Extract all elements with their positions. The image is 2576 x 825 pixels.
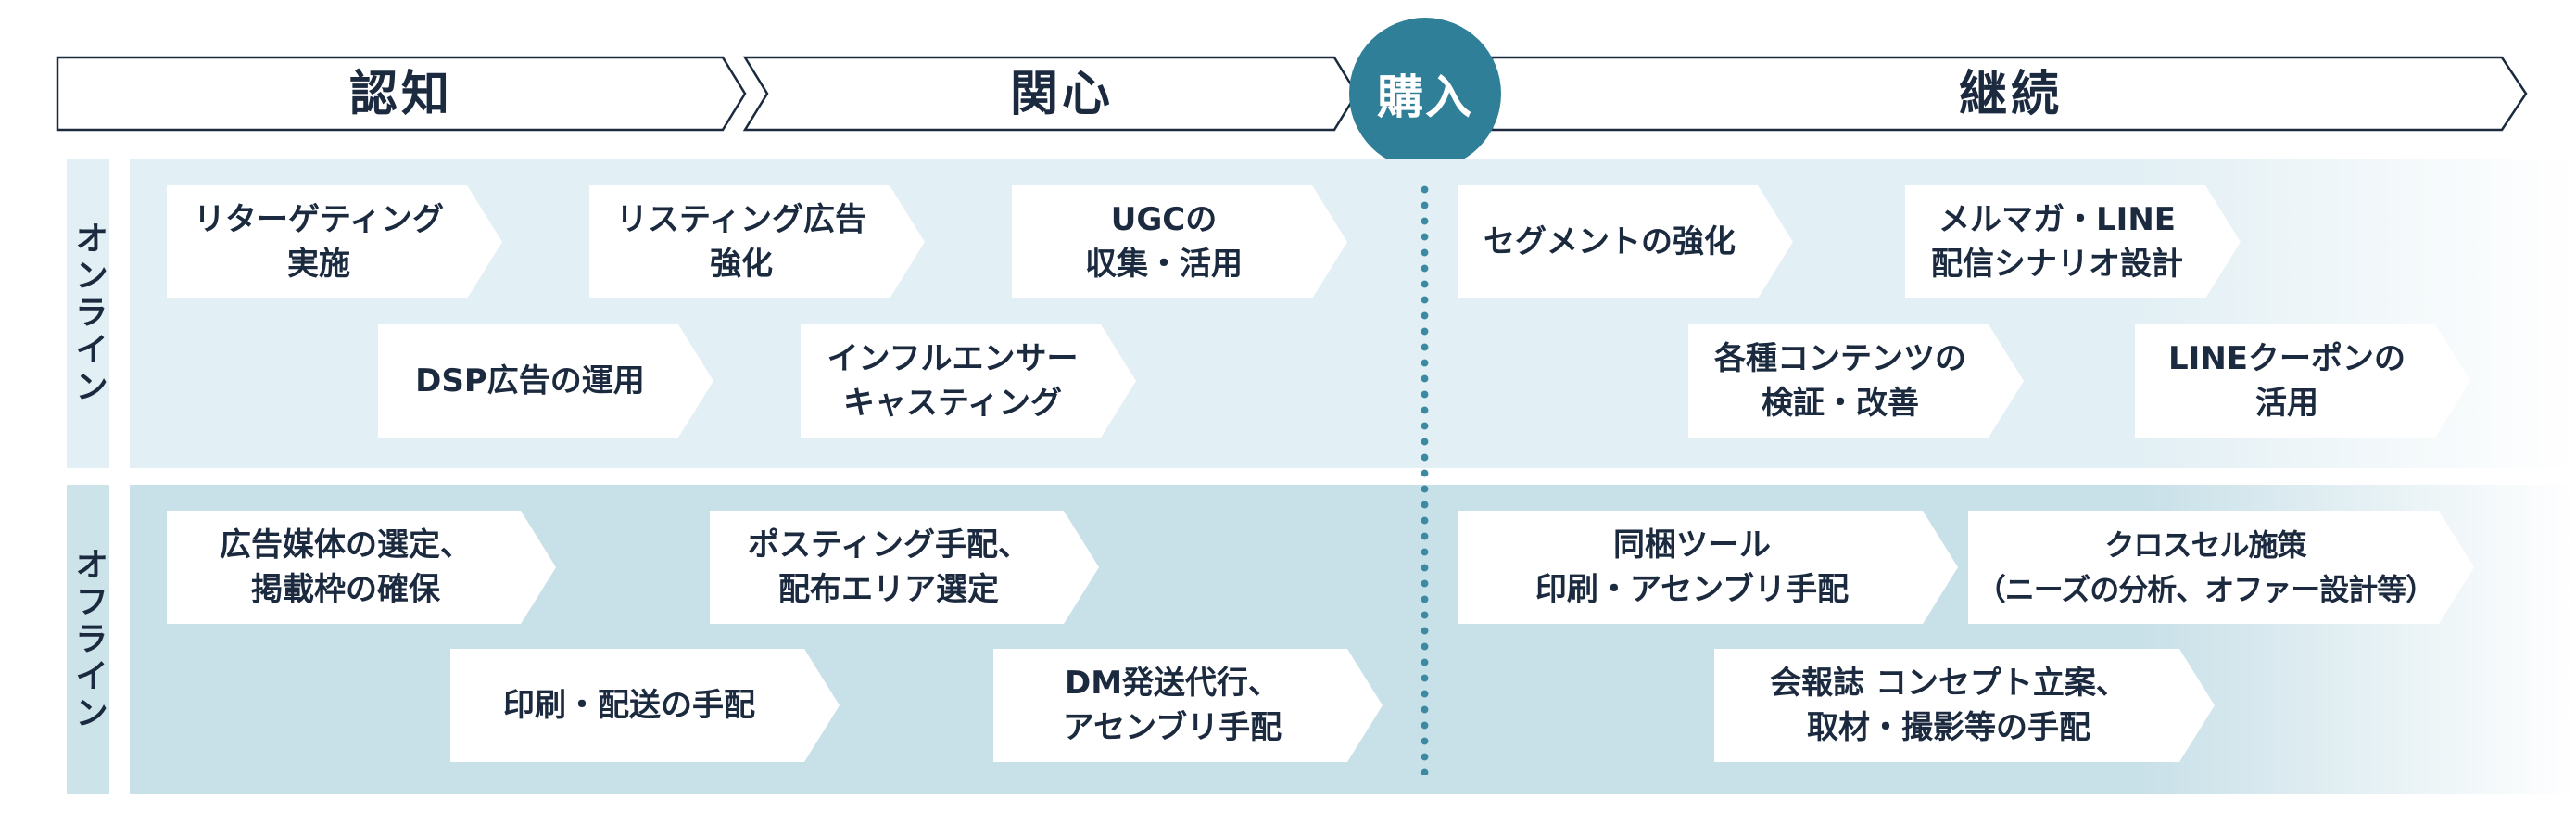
tactic-contents: 各種コンテンツの 検証・改善 <box>1688 324 2024 438</box>
tactic-line-coupon: LINEクーポンの 活用 <box>2135 324 2470 438</box>
tactic-ad-media: 広告媒体の選定、 掲載枠の確保 <box>167 511 556 624</box>
purchase-divider <box>1421 182 1429 775</box>
stage-label-interest: 関心 <box>1009 67 1114 122</box>
tactic-text: LINEクーポンの 活用 <box>2168 340 2406 422</box>
tactic-text: インフルエンサー キャスティング <box>827 340 1079 422</box>
row-label-online: オンライン <box>67 159 109 468</box>
tactic-listing-ads: リスティング広告 強化 <box>589 185 925 298</box>
tactic-dsp: DSP広告の運用 <box>378 324 713 438</box>
tactic-text: クロスセル施策 （ニーズの分析、オファー設計等） <box>1976 527 2435 607</box>
tactic-mailmag-line: メルマガ・LINE 配信シナリオ設計 <box>1905 185 2241 298</box>
stage-arrows <box>56 56 2528 132</box>
tactic-newsletter: 会報誌 コンセプト立案、 取材・撮影等の手配 <box>1714 649 2215 762</box>
tactic-print-delivery: 印刷・配送の手配 <box>450 649 840 762</box>
stage-label-retention: 継続 <box>1958 67 2063 122</box>
tactic-text: ポスティング手配、 配布エリア選定 <box>748 527 1029 608</box>
tactic-text: 各種コンテンツの 検証・改善 <box>1714 340 1966 422</box>
tactic-ugc: UGCの 収集・活用 <box>1012 185 1347 298</box>
stage-label-awareness: 認知 <box>348 67 453 122</box>
tactic-text: セグメントの強化 <box>1484 223 1736 260</box>
stage-purchase-circle: 購入 <box>1349 18 1501 170</box>
tactic-enclosure: 同梱ツール 印刷・アセンブリ手配 <box>1458 511 1958 624</box>
tactic-influencer: インフルエンサー キャスティング <box>801 324 1136 438</box>
tactic-text: 印刷・配送の手配 <box>503 687 755 724</box>
tactic-text: DM発送代行、 アセンブリ手配 <box>1062 665 1282 746</box>
stage-arrow-awareness <box>56 56 747 132</box>
tactic-text: UGCの 収集・活用 <box>1085 201 1243 283</box>
tactic-segment: セグメントの強化 <box>1458 185 1793 298</box>
tactic-text: メルマガ・LINE 配信シナリオ設計 <box>1931 201 2183 283</box>
tactic-text: DSP広告の運用 <box>415 362 645 400</box>
tactic-dm: DM発送代行、 アセンブリ手配 <box>993 649 1383 762</box>
tactic-text: リスティング広告 強化 <box>616 201 866 283</box>
tactic-cross-sell: クロスセル施策 （ニーズの分析、オファー設計等） <box>1968 511 2474 624</box>
tactic-posting: ポスティング手配、 配布エリア選定 <box>710 511 1099 624</box>
stage-arrow-interest <box>742 56 1358 132</box>
tactic-text: 広告媒体の選定、 掲載枠の確保 <box>220 527 472 608</box>
tactic-retargeting: リターゲティング 実施 <box>167 185 502 298</box>
row-label-offline: オフライン <box>67 485 109 794</box>
tactic-text: 同梱ツール 印刷・アセンブリ手配 <box>1534 527 1850 608</box>
tactic-text: 会報誌 コンセプト立案、 取材・撮影等の手配 <box>1770 665 2128 746</box>
tactic-text: リターゲティング 実施 <box>194 201 444 283</box>
